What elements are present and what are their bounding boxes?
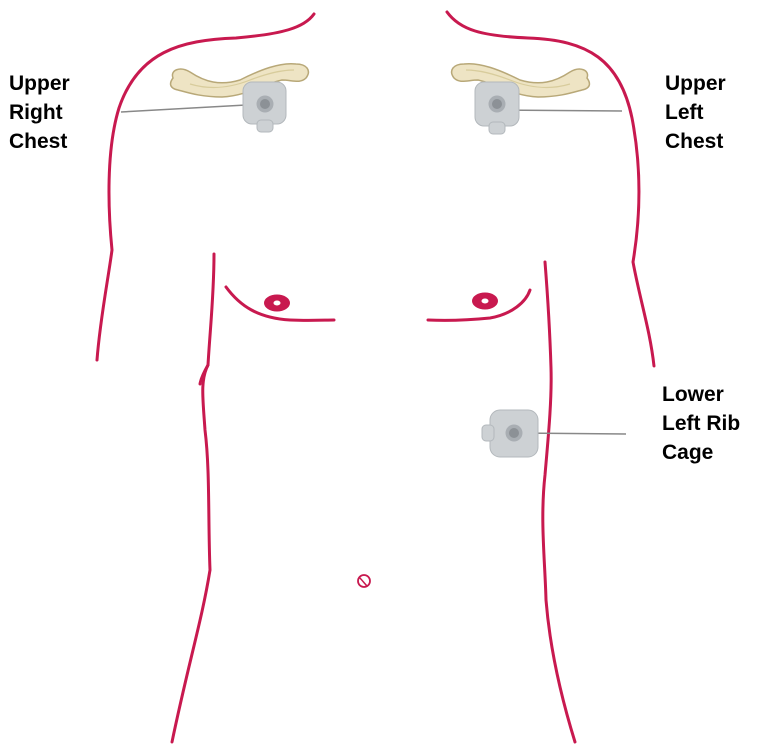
label-upper-right-chest: Upper Right Chest	[9, 69, 70, 156]
electrode-pad-icon	[243, 82, 286, 132]
label-line: Lower	[662, 380, 740, 409]
navel-mark-icon	[358, 575, 370, 587]
label-line: Chest	[9, 127, 70, 156]
label-line: Left Rib	[662, 409, 740, 438]
clavicle-bone-icon	[171, 64, 309, 97]
right-torso-outline	[543, 262, 575, 742]
label-line: Right	[9, 98, 70, 127]
electrode-pad-icon	[475, 82, 519, 134]
label-line: Left	[665, 98, 726, 127]
label-line: Cage	[662, 438, 740, 467]
left-torso-outline	[172, 254, 214, 742]
nipple-mark-icon	[472, 293, 498, 310]
electrode-pad-icon	[482, 410, 538, 457]
label-upper-left-chest: Upper Left Chest	[665, 69, 726, 156]
clavicle-bone-icon	[452, 64, 590, 97]
nipple-mark-icon	[264, 295, 290, 312]
label-line: Upper	[665, 69, 726, 98]
label-line: Chest	[665, 127, 726, 156]
label-lower-left-rib-cage: Lower Left Rib Cage	[662, 380, 740, 467]
label-line: Upper	[9, 69, 70, 98]
torso-outline	[97, 12, 654, 742]
